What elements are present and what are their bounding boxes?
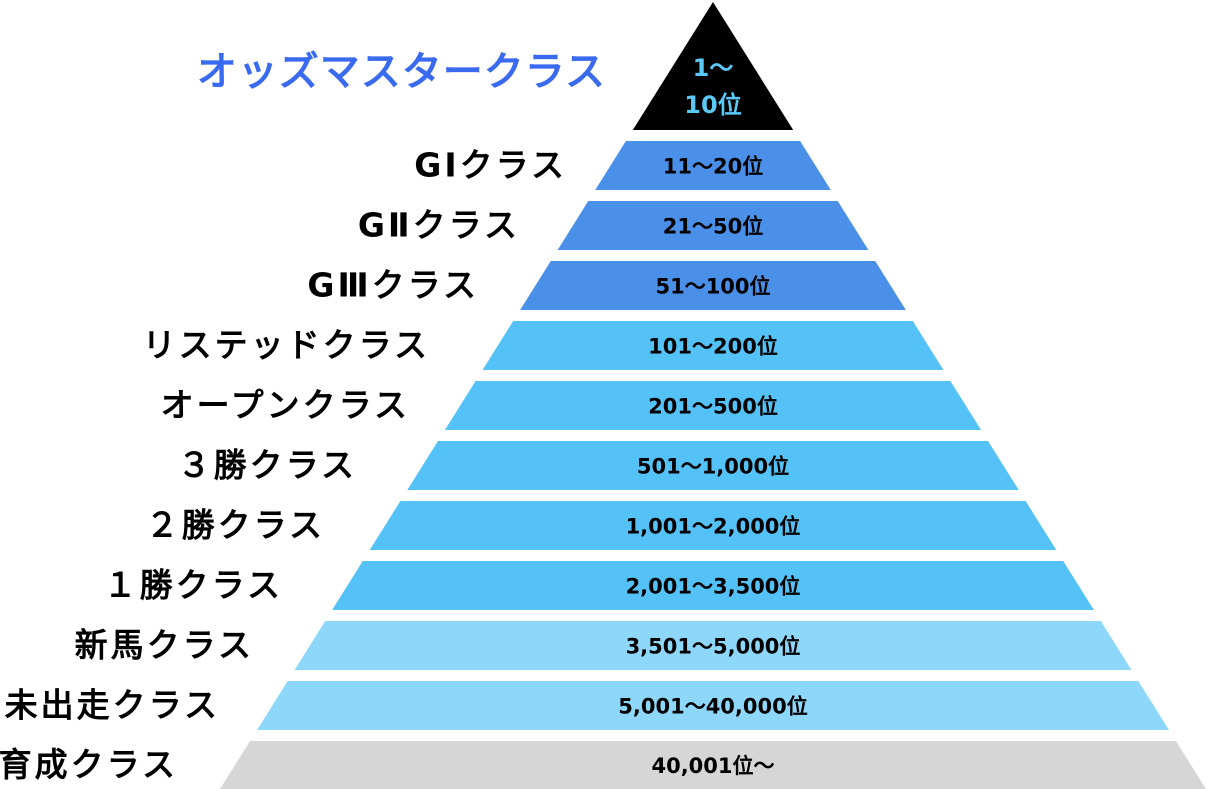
tier-range-text: 11〜20位: [663, 155, 763, 179]
tier-range-text: 101〜200位: [648, 335, 778, 359]
pyramid-tier-band: [444, 381, 982, 430]
pyramid-tier-band: [294, 621, 1132, 670]
tier-class-label: リステッドクラス: [143, 326, 430, 365]
tier-range-text: 2,001〜3,500位: [626, 575, 801, 599]
tier-range-text: 51〜100位: [655, 275, 770, 299]
tier-range-text: 5,001〜40,000位: [618, 695, 807, 719]
tier-class-label: ２勝クラス: [146, 506, 325, 545]
tier-class-label: 新馬クラス: [75, 626, 254, 665]
top-class-label: オッズマスタークラス: [197, 49, 606, 95]
pyramid-apex: [632, 2, 794, 130]
tier-range-text: 21〜50位: [663, 215, 763, 239]
pyramid-tier-band: [595, 141, 831, 190]
tier-range-text: 3,501〜5,000位: [626, 635, 801, 659]
tier-range-text: 201〜500位: [648, 395, 778, 419]
tier-range-text: 501〜1,000位: [637, 455, 789, 479]
pyramid-tier-band: [520, 261, 906, 310]
apex-range-line2: 10位: [684, 91, 741, 119]
tier-class-label: GⅠクラス: [414, 146, 567, 185]
tier-class-label: オープンクラス: [161, 386, 410, 425]
tier-class-label: 未出走クラス: [5, 686, 220, 725]
pyramid-tier-band: [332, 561, 1094, 610]
tier-range-text: 40,001位〜: [651, 754, 774, 778]
pyramid-tier-band: [369, 501, 1057, 550]
apex-range-line1: 1〜: [693, 54, 734, 82]
tier-class-label: GⅡクラス: [358, 206, 520, 245]
pyramid-tier-band: [220, 741, 1206, 789]
tier-class-label: 育成クラス: [0, 745, 178, 784]
pyramid-tier-band: [407, 441, 1019, 490]
tier-class-label: GⅢクラス: [307, 266, 479, 305]
pyramid-tier-band: [257, 681, 1169, 730]
tier-range-text: 1,001〜2,000位: [626, 515, 801, 539]
pyramid-tier-band: [482, 321, 944, 370]
tier-class-label: ３勝クラス: [178, 446, 357, 485]
tier-class-label: １勝クラス: [104, 566, 283, 605]
pyramid-tier-band: [557, 201, 869, 250]
